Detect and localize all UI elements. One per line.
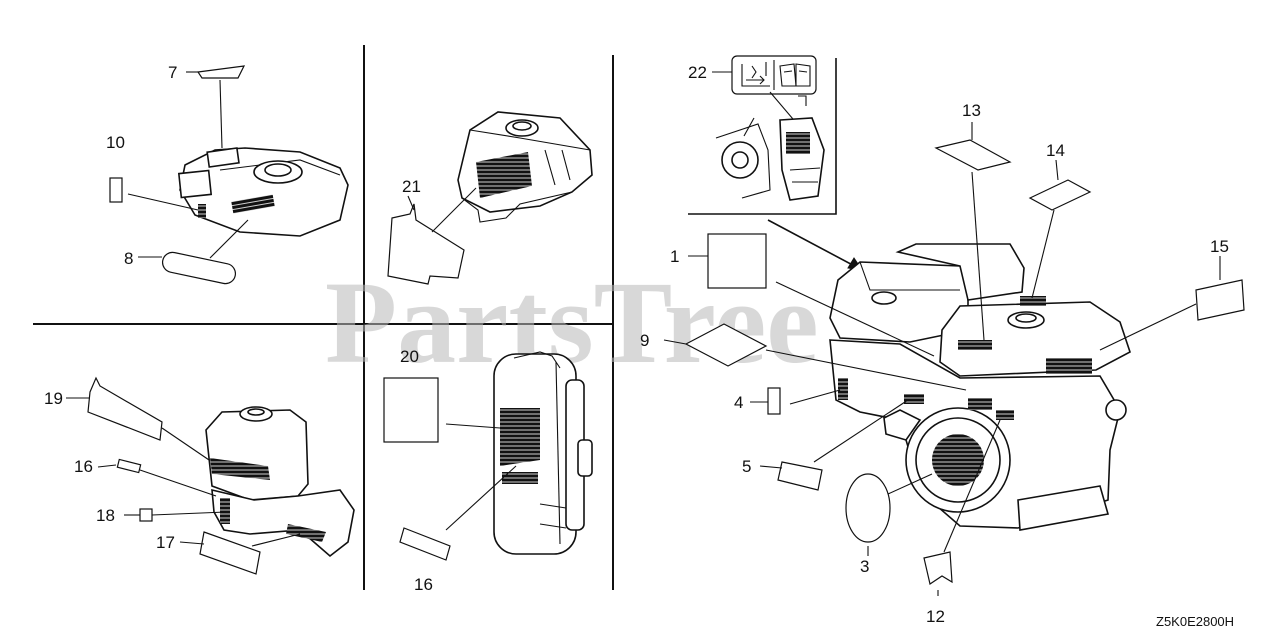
oil-bath-air-cleaner-panel: 19 16 18 17 [44,376,355,575]
label-19 [87,376,163,441]
label-17 [199,531,261,575]
callout-19: 19 [44,389,63,408]
label-18 [139,508,153,522]
label-16-muffler [399,527,451,561]
label-16 [116,458,142,474]
muffler-panel: 20 16 [383,347,593,594]
callout-4: 4 [734,393,743,412]
air-cleaner-panel: 21 [387,111,593,285]
air-cleaner-body [205,409,309,501]
callout-8: 8 [124,249,133,268]
label-15 [1195,279,1245,321]
callout-21: 21 [402,177,421,196]
callout-20: 20 [400,347,419,366]
callout-12: 12 [926,607,945,626]
engine-panel: 22 [640,55,1245,626]
callout-7: 7 [168,63,177,82]
callout-10: 10 [106,133,125,152]
label-21 [387,203,465,285]
callout-13: 13 [962,101,981,120]
callout-16b: 16 [414,575,433,594]
label-7 [196,65,246,79]
panel-dividers [33,45,614,590]
callout-3: 3 [860,557,869,576]
callout-14: 14 [1046,141,1065,160]
label-3 [845,473,891,543]
owner-manual-book-icon [779,63,811,87]
fuel-valve-icon [741,62,770,87]
label-8 [161,251,237,285]
label-10 [109,177,123,203]
callout-9: 9 [640,331,649,350]
fuel-tank-panel: 7 10 8 [106,63,349,285]
callout-18: 18 [96,506,115,525]
callout-22: 22 [688,63,707,82]
callout-17: 17 [156,533,175,552]
callout-1: 1 [670,247,679,266]
label-9 [684,323,768,367]
diagram-code: Z5K0E2800H [1156,614,1234,629]
engine [829,243,1131,531]
callout-15: 15 [1210,237,1229,256]
label-20 [383,377,439,443]
label-12 [923,551,953,585]
label-4 [767,387,781,415]
callout-16a: 16 [74,457,93,476]
label-14 [1028,179,1092,211]
label-5 [777,461,823,491]
callout-5: 5 [742,457,751,476]
label-13 [934,139,1012,171]
fuel-valve-inset: 22 [688,55,837,215]
label-1 [707,233,767,289]
